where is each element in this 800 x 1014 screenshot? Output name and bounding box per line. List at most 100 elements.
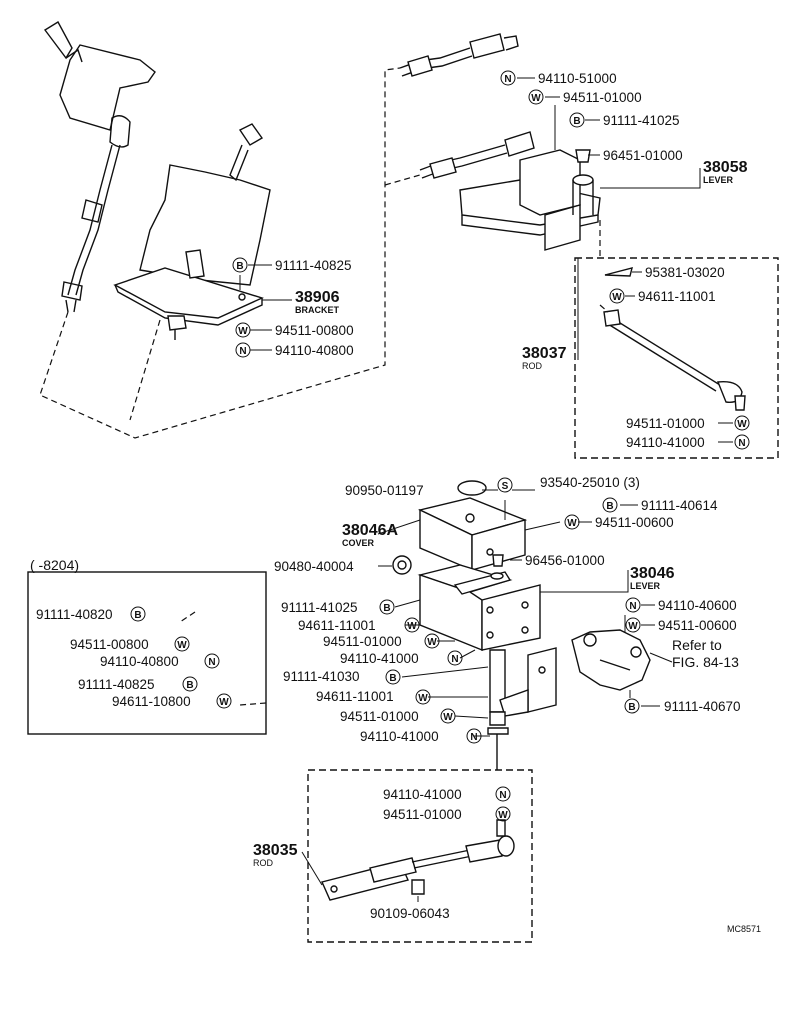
svg-text:W: W — [628, 621, 638, 632]
label-96456-01000: 96456-01000 — [525, 553, 605, 568]
svg-text:N: N — [208, 657, 215, 668]
label-mc8571: MC8571 — [727, 924, 761, 934]
svg-text:W: W — [737, 419, 747, 430]
label-rod-bottom: ROD — [253, 858, 274, 868]
code-circle-bolt-e: B — [379, 599, 395, 615]
code-circle-bolt-h: B — [182, 676, 198, 692]
label-38046: 38046 — [630, 565, 675, 582]
code-circle-washer-c: W — [734, 415, 750, 431]
svg-text:B: B — [389, 673, 396, 684]
transfer-component-drawing — [571, 629, 651, 691]
label-inset-94611-10800: 94611-10800 — [112, 694, 191, 709]
svg-text:N: N — [451, 654, 458, 665]
label-94511-00600-b: 94511-00600 — [658, 618, 737, 633]
label-94511-01000-b: 94511-01000 — [340, 709, 419, 724]
code-circle-nut-f: N — [466, 728, 482, 744]
code-circle-washer-m: W — [495, 806, 511, 822]
svg-text:W: W — [531, 93, 541, 104]
label-38046A: 38046A — [342, 522, 398, 539]
label-96451-01000: 96451-01000 — [603, 148, 683, 163]
label-94611-11001-top: 94611-11001 — [638, 289, 716, 304]
label-94110-41000-c: 94110-41000 — [383, 787, 462, 802]
code-circle-nut-c: N — [235, 342, 251, 358]
svg-text:W: W — [238, 326, 248, 337]
label-inset-91111-40825: 91111-40825 — [78, 677, 155, 692]
svg-text:N: N — [629, 601, 636, 612]
code-circle-nut-a: N — [500, 70, 516, 86]
label-94611-11001-b: 94611-11001 — [316, 689, 394, 704]
svg-text:N: N — [239, 346, 246, 357]
label-94511-00600-a: 94511-00600 — [595, 515, 674, 530]
label-90950-01197: 90950-01197 — [345, 483, 424, 498]
code-circle-nut-e: N — [447, 650, 463, 666]
svg-text:W: W — [407, 621, 417, 632]
rod-38035-box — [307, 769, 533, 943]
label-94110-41000-b: 94110-41000 — [360, 729, 439, 744]
label-90109-06043: 90109-06043 — [370, 906, 450, 921]
label-91111-41025-top: 91111-41025 — [603, 113, 680, 128]
svg-text:N: N — [499, 790, 506, 801]
label-inset-94110-40800: 94110-40800 — [100, 654, 179, 669]
label-38058: 38058 — [703, 159, 748, 176]
svg-text:W: W — [443, 712, 453, 723]
code-circle-nut-g: N — [204, 653, 220, 669]
label-93540-25010: 93540-25010 (3) — [540, 475, 640, 490]
svg-text:B: B — [383, 603, 390, 614]
svg-text:B: B — [573, 116, 580, 127]
cable-end-drawing — [384, 33, 535, 186]
label-94110-40800: 94110-40800 — [275, 343, 354, 358]
label-94110-40600: 94110-40600 — [658, 598, 737, 613]
labels: N 94110-51000 W 94511-01000 B 91111-4102… — [30, 70, 761, 934]
label-91111-40670: 91111-40670 — [664, 699, 741, 714]
svg-text:W: W — [612, 292, 622, 303]
label-inset-91111-40820: 91111-40820 — [36, 607, 113, 622]
code-circle-washer-a: W — [528, 89, 544, 105]
label-refer-to: Refer to — [672, 637, 722, 653]
label-94511-01000-r: 94511-01000 — [626, 416, 705, 431]
label-94110-41000-r: 94110-41000 — [626, 435, 705, 450]
label-cover: COVER — [342, 538, 375, 548]
rod-38037-box — [574, 257, 779, 459]
rod-38037-drawing — [603, 267, 746, 411]
svg-text:W: W — [219, 697, 229, 708]
label-94511-01000-c: 94511-01000 — [383, 807, 462, 822]
label-38906: 38906 — [295, 289, 340, 306]
code-circle-bolt-d: B — [624, 698, 640, 714]
code-circle-screw: S — [497, 477, 513, 493]
code-circle-bolt-f: B — [385, 669, 401, 685]
shift-lever-assembly-drawing — [39, 21, 401, 439]
svg-text:W: W — [177, 640, 187, 651]
label-inset-94511-00800: 94511-00800 — [70, 637, 149, 652]
code-circle-washer-i: W — [415, 689, 431, 705]
label-91111-41025-mid: 91111-41025 — [281, 600, 358, 615]
label-95381-03020: 95381-03020 — [645, 265, 725, 280]
code-circle-washer-l: W — [216, 693, 232, 709]
svg-text:B: B — [236, 261, 243, 272]
lever-38046-drawing — [417, 554, 557, 770]
svg-text:W: W — [427, 637, 437, 648]
leader-lines — [239, 77, 733, 902]
svg-text:N: N — [470, 732, 477, 743]
svg-text:B: B — [628, 702, 635, 713]
label-lever-top: LEVER — [703, 175, 734, 185]
code-circle-washer-h: W — [424, 633, 440, 649]
label-94511-00800: 94511-00800 — [275, 323, 354, 338]
code-circle-nut-d: N — [625, 597, 641, 613]
code-circle-washer-f: W — [625, 617, 641, 633]
cover-38046A-drawing — [392, 480, 528, 575]
label-lever-mid: LEVER — [630, 581, 661, 591]
label-fig-84-13: FIG. 84-13 — [672, 654, 739, 670]
label-94110-41000-a: 94110-41000 — [340, 651, 419, 666]
code-circle-nut-h: N — [495, 786, 511, 802]
svg-text:W: W — [418, 693, 428, 704]
svg-text:B: B — [606, 501, 613, 512]
svg-text:N: N — [738, 438, 745, 449]
column-bracket-drawing — [113, 123, 271, 340]
label-rod-mid: ROD — [522, 361, 543, 371]
code-circle-washer-k: W — [174, 636, 190, 652]
code-circle-washer-j: W — [440, 708, 456, 724]
code-circle-washer-e: W — [564, 514, 580, 530]
label-91111-40825: 91111-40825 — [275, 258, 352, 273]
label-38037: 38037 — [522, 345, 567, 362]
